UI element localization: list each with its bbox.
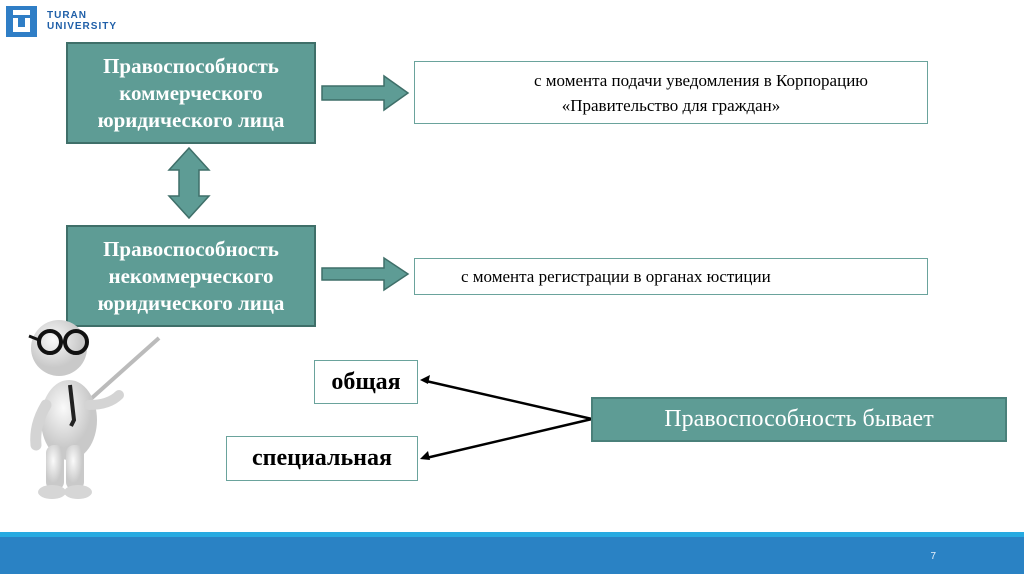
noncommercial-result-box: с момента регистрации в органах юстиции [414,258,928,295]
double-arrow-icon [167,146,211,220]
type-special-box: специальная [226,436,418,481]
types-source-text: Правоспособность бывает [664,406,934,432]
types-source-box: Правоспособность бывает [591,397,1007,442]
commercial-result-line2: «Правительство для граждан» [561,96,781,115]
noncommercial-capacity-box: Правоспособность некоммерческого юридиче… [66,225,316,327]
commercial-capacity-text: Правоспособность коммерческого юридическ… [97,53,285,132]
page-number: 7 [930,551,936,562]
commercial-result-box: с момента подачи уведомления в Корпораци… [414,61,928,124]
footer-accent-line [0,532,1024,537]
commercial-result-line1: с момента подачи уведомления в Корпораци… [533,71,868,90]
commercial-capacity-box: Правоспособность коммерческого юридическ… [66,42,316,144]
noncommercial-result-text: с момента регистрации в органах юстиции [461,267,771,286]
logo-line2: UNIVERSITY [47,21,118,32]
logo-line1: TURAN [47,10,87,21]
arrow-to-general [420,375,593,421]
right-arrow-icon [321,256,410,292]
turan-logo-icon [6,6,37,37]
type-general-text: общая [331,368,401,395]
type-general-box: общая [314,360,418,404]
noncommercial-capacity-text: Правоспособность некоммерческого юридиче… [97,236,285,315]
right-arrow-icon [321,74,410,112]
logo-text: TURAN UNIVERSITY [47,10,117,32]
type-special-text: специальная [252,445,392,471]
arrow-to-special [420,417,593,460]
footer-bar [0,537,1024,574]
teacher-figure-icon [28,320,161,499]
